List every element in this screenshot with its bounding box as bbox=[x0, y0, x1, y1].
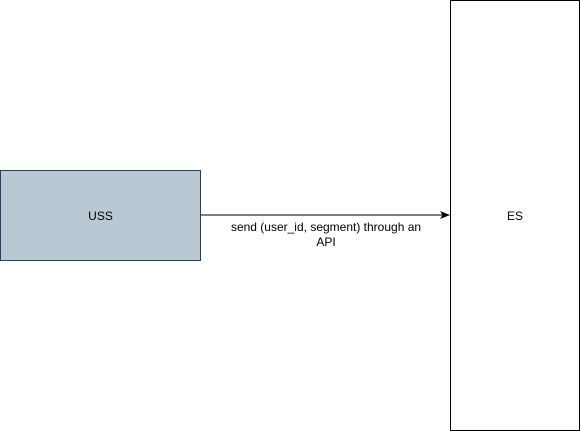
node-uss-label: USS bbox=[88, 208, 113, 223]
edge-label: send (user_id, segment) through an API bbox=[226, 220, 426, 250]
node-uss[interactable]: USS bbox=[0, 170, 201, 261]
node-es-label: ES bbox=[506, 208, 523, 223]
node-es[interactable]: ES bbox=[450, 0, 580, 431]
